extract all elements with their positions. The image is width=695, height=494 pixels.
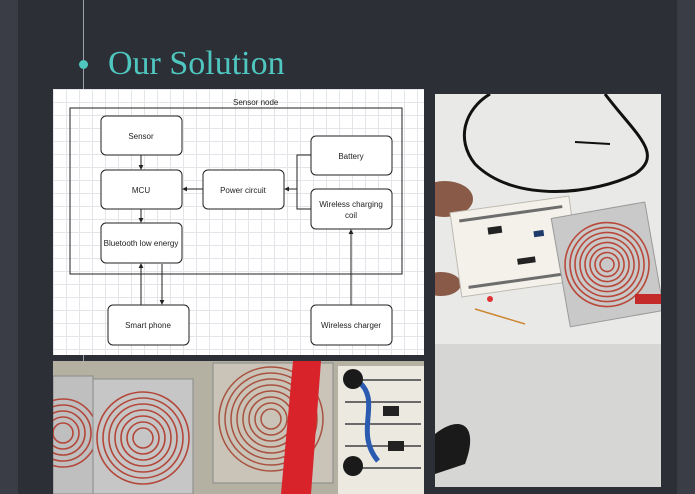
wireless-coil-label-line1: Wireless charging — [319, 200, 383, 209]
prototype-photo — [435, 94, 661, 487]
ble-block — [100, 222, 183, 264]
ble-block-label: Bluetooth low energy — [104, 239, 179, 248]
sensor-node-label: Sensor node — [233, 98, 279, 107]
arrow-battery-to-power — [284, 154, 311, 192]
line-coil-to-power — [296, 189, 311, 210]
slide-title: Our Solution — [108, 45, 285, 82]
mcu-block-label: MCU — [132, 186, 150, 195]
title-bullet-icon — [79, 60, 88, 69]
battery-block-label: Battery — [338, 152, 363, 161]
wireless-charger-block-label: Wireless charger — [321, 321, 381, 330]
coils-photo — [53, 361, 424, 494]
smartphone-block — [107, 304, 190, 346]
sensor-block-label: Sensor — [128, 132, 154, 141]
sensor-node-group — [69, 107, 403, 275]
power-circuit-block-label: Power circuit — [220, 186, 267, 195]
wireless-coil-label-line2: coil — [345, 211, 357, 220]
smartphone-block-label: Smart phone — [125, 321, 171, 330]
wireless-coil-block — [310, 188, 393, 230]
system-block-diagram: Sensor node Sensor MCU Bluetooth low ene… — [53, 89, 424, 355]
